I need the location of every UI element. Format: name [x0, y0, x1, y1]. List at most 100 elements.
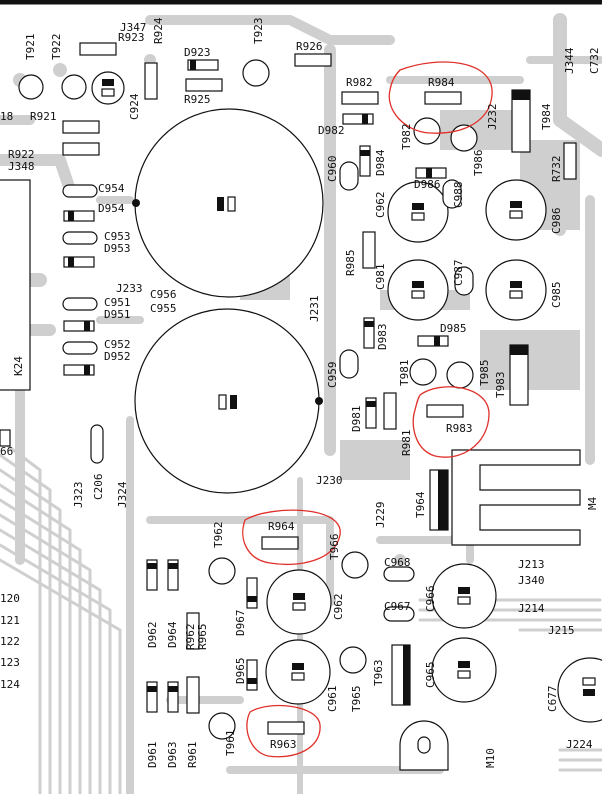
label-j213: J213 — [518, 558, 545, 571]
power-transistors — [391, 89, 531, 706]
resistor-r963 — [267, 721, 305, 735]
label-c962a: C962 — [374, 192, 387, 219]
label-t965: T965 — [350, 686, 363, 713]
transistors-round — [18, 59, 478, 740]
resistor-r926 — [294, 53, 332, 67]
label-j229: J229 — [374, 502, 387, 529]
label-j121: 121 — [0, 614, 20, 627]
label-d981: D981 — [350, 406, 363, 433]
resistor-r984 — [424, 91, 462, 105]
resistor-r962 — [186, 612, 200, 650]
label-d984: D984 — [374, 149, 387, 176]
label-d952: D952 — [104, 350, 131, 363]
label-j344: J344 — [563, 47, 576, 74]
label-c953: C953 — [104, 230, 131, 243]
label-l18: 18 — [0, 110, 13, 123]
resistor-r732 — [563, 142, 577, 180]
label-c955: C955 — [150, 302, 177, 315]
highlight-r983 — [412, 386, 490, 458]
label-c952: C952 — [104, 338, 131, 351]
label-c966: C966 — [424, 586, 437, 613]
diode-d985 — [417, 335, 449, 347]
label-j231: J231 — [308, 296, 321, 323]
label-r982: R982 — [346, 76, 373, 89]
label-d951: D951 — [104, 308, 131, 321]
label-t986: T986 — [472, 150, 485, 177]
label-r965: R965 — [196, 624, 209, 651]
label-t964: T964 — [414, 491, 427, 518]
label-r926: R926 — [296, 40, 323, 53]
component-labels: J347 R923 R924 T923 T921 T922 D923 R925 … — [0, 17, 601, 768]
label-d963: D963 — [166, 742, 179, 769]
capacitor-c965 — [431, 637, 497, 703]
label-d985: D985 — [440, 322, 467, 335]
label-c956: C956 — [150, 288, 177, 301]
label-c954: C954 — [98, 182, 125, 195]
diode-d984 — [359, 145, 371, 177]
label-j123: 123 — [0, 656, 20, 669]
diode-d962 — [146, 559, 158, 591]
label-r922: R922 — [8, 148, 35, 161]
resistor-r983 — [426, 404, 464, 418]
label-j232: J232 — [486, 104, 499, 131]
label-m4: M4 — [586, 496, 599, 510]
diode-d923 — [187, 59, 219, 71]
capacitor-c985 — [485, 259, 547, 321]
label-r963: R963 — [270, 738, 297, 751]
label-r961: R961 — [186, 742, 199, 769]
label-r964: R964 — [268, 520, 295, 533]
label-j340: J340 — [518, 574, 545, 587]
capacitor-c924-top — [91, 71, 125, 105]
diode-d965 — [246, 659, 258, 691]
highlight-r984 — [388, 61, 493, 134]
big-capacitor-lower — [134, 308, 323, 494]
resistor-r925 — [185, 78, 223, 92]
label-d923: D923 — [184, 46, 211, 59]
label-r925: R925 — [184, 93, 211, 106]
label-c965: C965 — [424, 662, 437, 689]
diode-d967 — [246, 577, 258, 609]
label-l66: 66 — [0, 445, 13, 458]
label-t984: T984 — [540, 103, 553, 130]
diode-d983 — [363, 317, 375, 349]
label-c951: C951 — [104, 296, 131, 309]
label-t921: T921 — [24, 34, 37, 61]
heatsink-m4 — [451, 449, 581, 546]
label-d982: D982 — [318, 124, 345, 137]
label-d953: D953 — [104, 242, 131, 255]
label-d961: D961 — [146, 742, 159, 769]
label-d983: D983 — [376, 324, 389, 351]
diode-d952 — [63, 364, 95, 376]
diode-d982 — [342, 113, 374, 125]
diode-d963 — [167, 681, 179, 713]
resistor-r985 — [362, 231, 376, 269]
label-j348: J348 — [8, 160, 35, 173]
resistor-r982 — [341, 91, 379, 105]
diode-d961 — [146, 681, 158, 713]
label-r983: R983 — [446, 422, 473, 435]
capacitor-c981 — [387, 259, 449, 321]
label-c987: C987 — [452, 260, 465, 287]
label-t966: T966 — [328, 534, 341, 561]
label-d954: D954 — [98, 202, 125, 215]
label-c981: C981 — [374, 264, 387, 291]
red-highlight-marks — [242, 61, 493, 758]
capacitor-c986 — [485, 179, 547, 241]
label-c732: C732 — [588, 48, 601, 75]
capacitor-c962-lower — [266, 569, 332, 635]
diode-d954 — [63, 210, 95, 222]
label-d962: D962 — [146, 622, 159, 649]
label-c961: C961 — [326, 686, 339, 713]
label-c962b: C962 — [332, 594, 345, 621]
label-k24: K24 — [12, 356, 25, 376]
label-j214: J214 — [518, 602, 545, 615]
label-j124: 124 — [0, 678, 20, 691]
label-c206: C206 — [92, 474, 105, 501]
label-r981: R981 — [400, 430, 413, 457]
label-j224: J224 — [566, 738, 593, 751]
label-c968: C968 — [384, 556, 411, 569]
label-c985: C985 — [550, 282, 563, 309]
big-capacitor-upper — [132, 108, 324, 298]
highlight-r963 — [246, 704, 321, 758]
